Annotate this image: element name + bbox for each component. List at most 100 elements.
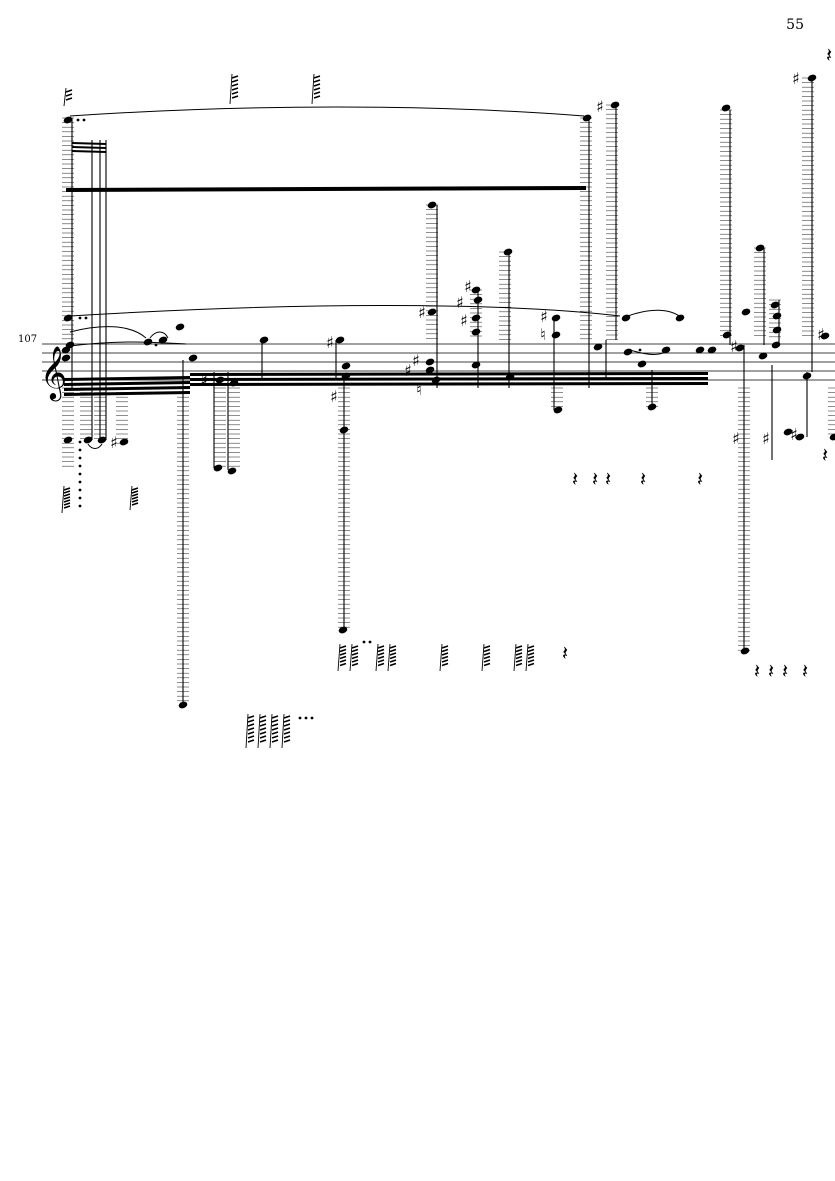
augmentation-dot — [78, 316, 82, 320]
augmentation-dot — [638, 348, 642, 352]
augmentation-dot — [78, 488, 82, 492]
augmentation-dot — [84, 316, 88, 320]
notehead — [772, 312, 782, 320]
notehead — [341, 372, 351, 380]
beam — [72, 142, 106, 145]
notehead — [829, 433, 835, 441]
notehead — [755, 244, 765, 252]
quarter-rest-icon: 𝄽 — [822, 443, 828, 467]
notehead — [770, 301, 780, 309]
quarter-rest-icon: 𝄽 — [592, 467, 598, 491]
notehead — [758, 352, 768, 360]
notehead — [427, 201, 437, 209]
notehead — [175, 323, 185, 331]
notehead — [97, 436, 107, 444]
slur — [69, 106, 585, 117]
tremolo-flag-cluster — [375, 643, 385, 672]
augmentation-dot — [154, 343, 158, 347]
stems — [71, 78, 813, 705]
beam — [190, 382, 708, 386]
quarter-rest-icon: 𝄽 — [697, 467, 703, 491]
augmentation-dot — [310, 716, 314, 720]
slur — [149, 331, 169, 339]
notehead — [63, 436, 73, 444]
notehead — [551, 331, 561, 339]
notehead — [335, 336, 345, 344]
augmentation-dot — [298, 716, 302, 720]
sharp-icon: ♯ — [326, 333, 334, 352]
quarter-rest-icon: 𝄽 — [605, 467, 611, 491]
sharp-icon: ♯ — [596, 97, 604, 116]
augmentation-dot — [78, 456, 82, 460]
notehead — [425, 366, 435, 374]
slur — [69, 341, 187, 347]
tremolo-flag-cluster — [513, 643, 523, 672]
sharp-icon: ♯ — [732, 429, 740, 448]
notehead — [178, 701, 188, 709]
sharp-icon: ♯ — [330, 387, 338, 406]
notehead — [637, 360, 647, 368]
notehead — [721, 104, 731, 112]
slur — [69, 326, 147, 339]
sharp-icon: ♯ — [464, 277, 472, 296]
beam — [190, 377, 708, 381]
slur — [69, 305, 621, 317]
treble-clef-icon: 𝄞 — [40, 345, 67, 401]
augmentation-dot — [362, 640, 366, 644]
notehead — [735, 344, 745, 352]
notehead — [431, 376, 441, 384]
beam — [72, 150, 106, 153]
notehead — [623, 348, 633, 356]
tremolo-flag-cluster — [61, 485, 71, 514]
tremolo-flag-cluster — [439, 643, 449, 672]
notehead — [707, 346, 717, 354]
quarter-rest-icon: 𝄽 — [826, 43, 832, 67]
augmentation-dot — [78, 464, 82, 468]
noteheads — [61, 74, 835, 720]
tremolo-flag-cluster — [229, 73, 239, 105]
beam — [64, 376, 190, 381]
sharp-icon: ♯ — [404, 361, 412, 380]
sharp-icon: ♯ — [418, 303, 426, 322]
notehead — [695, 346, 705, 354]
augmentation-dot — [76, 118, 80, 122]
sharp-icon: ♯ — [790, 425, 798, 444]
notehead — [119, 438, 129, 446]
augmentation-dot — [78, 496, 82, 500]
notehead — [471, 361, 481, 369]
beam — [64, 381, 190, 386]
sharp-icon: ♯ — [540, 307, 548, 326]
tremolo-flag-cluster — [63, 87, 73, 107]
augmentation-dot — [78, 440, 82, 444]
quarter-rest-icon: 𝄽 — [768, 659, 774, 683]
notehead — [83, 436, 93, 444]
notehead — [783, 428, 793, 436]
notehead — [338, 626, 348, 634]
notehead — [661, 346, 671, 354]
notehead — [61, 354, 71, 362]
accidentals-and-rests: 𝄞♯♯♯♯♯♯♯♯♯♯♮♯♮♯♯♯♯♯♯♯𝄽𝄽𝄽𝄽𝄽𝄽𝄽𝄽𝄽𝄽𝄽𝄽 — [40, 43, 832, 683]
notehead — [553, 406, 563, 414]
sharp-icon: ♯ — [200, 371, 208, 390]
augmentation-dot — [304, 716, 308, 720]
notehead — [551, 314, 561, 322]
notehead — [503, 248, 513, 256]
natural-icon: ♮ — [540, 325, 546, 344]
quarter-rest-icon: 𝄽 — [802, 659, 808, 683]
augmentation-dot — [78, 448, 82, 452]
tremolo-flag-cluster — [257, 713, 267, 749]
tremolo-flag-cluster — [337, 643, 347, 672]
ledger-lines — [62, 77, 835, 702]
notehead — [795, 433, 805, 441]
notehead — [259, 336, 269, 344]
notehead — [471, 286, 481, 294]
notehead — [427, 308, 437, 316]
tremolo-flag-cluster — [387, 643, 397, 672]
slur — [87, 443, 103, 449]
tremolo-flag-cluster — [525, 643, 535, 672]
tremolo-flag-cluster — [269, 713, 279, 749]
sharp-icon: ♯ — [792, 69, 800, 88]
notehead — [63, 116, 73, 124]
notehead — [675, 314, 685, 322]
